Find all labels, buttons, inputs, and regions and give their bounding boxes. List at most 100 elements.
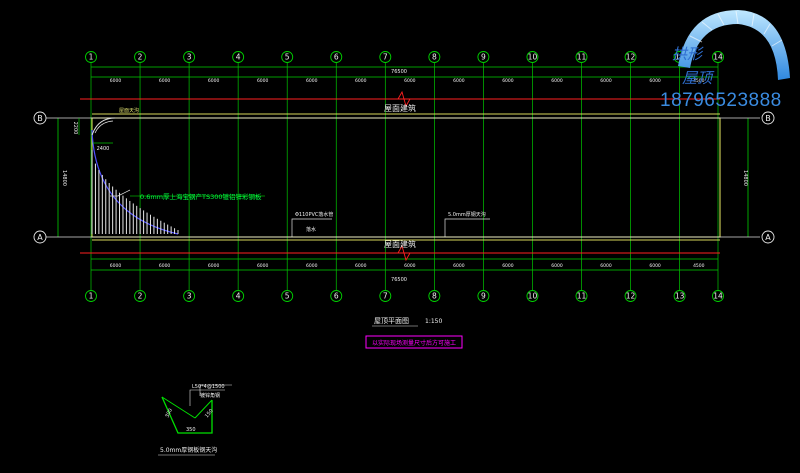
grid-bubble-label: 11 bbox=[577, 292, 587, 301]
grid-bubble-label: 3 bbox=[187, 292, 192, 301]
brand-phone: 18796523888 bbox=[660, 90, 782, 111]
plan-title-text: 屋顶平面图 bbox=[374, 317, 409, 325]
bay-dimension: 6000 bbox=[306, 78, 318, 84]
side-dim-right: 14800 bbox=[742, 170, 748, 186]
row-label-a-left: A bbox=[37, 233, 43, 242]
bay-dimension: 6000 bbox=[159, 78, 171, 84]
bay-dimension: 6000 bbox=[208, 263, 220, 269]
overall-dim-top: 76500 bbox=[391, 69, 407, 75]
bay-dimension: 6000 bbox=[355, 78, 367, 84]
grid-bubble-label: 8 bbox=[432, 292, 437, 301]
gutter-note: 5.0mm厚钢天沟 bbox=[448, 211, 486, 218]
grid-bubble-label: 14 bbox=[713, 53, 723, 62]
grid-bubble bbox=[183, 51, 196, 63]
bay-dimension: 6000 bbox=[551, 263, 563, 269]
grid-axes bbox=[90, 63, 719, 290]
grid-bubble-label: 6 bbox=[334, 53, 339, 62]
bay-dimension: 6000 bbox=[600, 263, 612, 269]
gutter-detail-leaders bbox=[189, 384, 232, 406]
grid-bubble bbox=[712, 51, 724, 63]
bay-dimension: 6000 bbox=[551, 78, 563, 84]
bay-dimension: 6000 bbox=[257, 78, 269, 84]
grid-bubble bbox=[134, 51, 147, 63]
side-dim-left: 14800 bbox=[61, 170, 67, 186]
grid-bubble bbox=[330, 51, 343, 63]
grid-bubble-label: 10 bbox=[528, 292, 538, 301]
grid-bubble bbox=[428, 290, 441, 302]
grid-bubble bbox=[575, 290, 588, 302]
grid-bubble bbox=[624, 51, 637, 63]
overall-dim-bottom: 76500 bbox=[391, 277, 407, 283]
grid-bubble bbox=[712, 290, 724, 302]
gutter-detail bbox=[161, 396, 213, 434]
grid-bubble-label: 13 bbox=[675, 53, 685, 62]
grid-bubble bbox=[183, 290, 196, 302]
grid-bubble-label: 4 bbox=[236, 53, 241, 62]
brand-name-line2: 屋顶 bbox=[682, 69, 713, 87]
bay-dimension: 6000 bbox=[453, 78, 465, 84]
row-label-b-right: B bbox=[765, 114, 771, 123]
detail-dim-bottom: 350 bbox=[186, 427, 196, 433]
row-axes bbox=[46, 117, 760, 238]
grid-bubble-label: 1 bbox=[89, 53, 94, 62]
grid-bubble-label: 2 bbox=[138, 292, 143, 301]
grid-bubble-label: 4 bbox=[236, 292, 241, 301]
bay-dimension: 6000 bbox=[649, 78, 661, 84]
arched-roof-logo-icon bbox=[678, 10, 790, 80]
grid-bubble bbox=[575, 51, 588, 63]
grid-bubble-label: 5 bbox=[285, 292, 290, 301]
detail-caption: 5.0mm厚钢板钢天沟 bbox=[160, 446, 217, 454]
grid-bubble bbox=[232, 290, 245, 302]
grid-bubble-label: 11 bbox=[577, 53, 587, 62]
grid-bubble bbox=[281, 51, 294, 63]
grid-bubble bbox=[477, 51, 490, 63]
grid-bubble-label: 1 bbox=[89, 292, 94, 301]
grid-bubble bbox=[85, 290, 97, 302]
bay-dimension: 6000 bbox=[502, 263, 514, 269]
grid-bubble-label: 12 bbox=[626, 53, 636, 62]
bay-dimension: 6000 bbox=[110, 78, 122, 84]
grid-bubble bbox=[428, 51, 441, 63]
magenta-note: 以实际现场测量尺寸后方可施工 bbox=[372, 339, 456, 347]
pipe-sub-note: 落水 bbox=[306, 226, 316, 233]
grid-bubble-label: 14 bbox=[713, 292, 723, 301]
top-roof-label: 屋面建筑 bbox=[384, 103, 416, 113]
detail-label-side: 镀锌角钢 bbox=[200, 392, 220, 399]
break-symbols bbox=[397, 90, 411, 262]
detail-dim-left: 300 bbox=[164, 408, 173, 419]
grid-bubble-label: 10 bbox=[528, 53, 538, 62]
row-label-b-left: B bbox=[37, 114, 43, 123]
grid-bubble bbox=[673, 290, 686, 302]
bay-dimension: 6000 bbox=[306, 263, 318, 269]
magenta-note-box bbox=[365, 335, 463, 349]
detail-label-top: L50*4@1500 bbox=[192, 384, 225, 390]
dimension-lines bbox=[57, 66, 749, 271]
grid-bubble-label: 9 bbox=[481, 53, 486, 62]
brand-name: 拱形 屋顶 bbox=[672, 42, 732, 90]
bay-dimension: 6000 bbox=[649, 263, 661, 269]
leader-lines bbox=[110, 189, 490, 237]
bay-dimension: 6000 bbox=[404, 263, 416, 269]
grid-bubble bbox=[526, 290, 539, 302]
grid-bubble bbox=[526, 51, 539, 63]
material-note: 0.6mm厚上海宝钢产TS300镀铝锌彩钢板 bbox=[140, 192, 262, 201]
bay-dimension: 4500 bbox=[693, 78, 705, 84]
grid-bubble bbox=[85, 51, 97, 63]
grid-bubble bbox=[477, 290, 490, 302]
row-bubbles bbox=[33, 111, 775, 244]
bottom-roof-label: 屋面建筑 bbox=[384, 239, 416, 249]
grid-bubble bbox=[330, 290, 343, 302]
grid-bubble bbox=[232, 51, 245, 63]
grid-bubble bbox=[624, 290, 637, 302]
grid-bubble bbox=[281, 290, 294, 302]
grid-bubble-label: 12 bbox=[626, 292, 636, 301]
small-dim-horizontal: 2400 bbox=[97, 146, 110, 152]
grid-bubble bbox=[379, 290, 392, 302]
plan-scale: 1:150 bbox=[425, 318, 442, 325]
small-dims bbox=[78, 118, 113, 144]
bay-dimension: 6000 bbox=[404, 78, 416, 84]
